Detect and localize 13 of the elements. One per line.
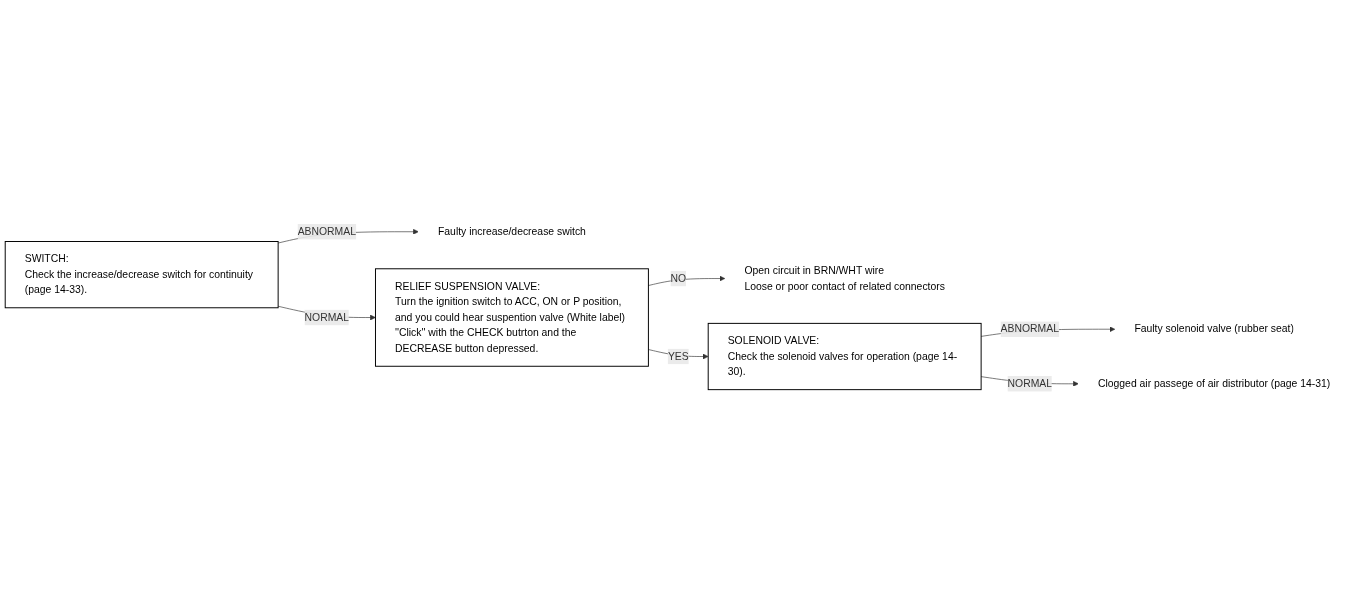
- node-text: Open circuit in BRN/WHT wire Loose or poor contact of related connectors: [744, 264, 945, 292]
- node-text: Clogged air passege of air distributor (page 14-31): [1097, 377, 1331, 389]
- edge-label: ABNORMAL: [1000, 323, 1059, 335]
- edge-label: NORMAL: [304, 311, 350, 323]
- edge-label: ABNORMAL: [297, 225, 356, 237]
- edge-label: NO: [670, 272, 687, 284]
- node-box: SOLENOID VALVE: Check the solenoid valves for operation (page 14-30).: [707, 322, 982, 390]
- node-box: RELIEF SUSPENSION VALVE: Turn the ignition switch to ACC, ON or P position, and you could hear suspention valve (White label) ''Click'' with the CHECK butrton and the DECREASE button depressed.: [375, 268, 649, 367]
- edge-label: NORMAL: [1007, 377, 1053, 389]
- node-text: Faulty increase/decrease switch: [437, 225, 586, 237]
- node-box: SWITCH: Check the increase/decrease switch for continuity (page 14-33).: [4, 240, 279, 308]
- edge-label: YES: [667, 350, 689, 362]
- node-text: Faulty solenoid valve (rubber seat): [1134, 323, 1294, 335]
